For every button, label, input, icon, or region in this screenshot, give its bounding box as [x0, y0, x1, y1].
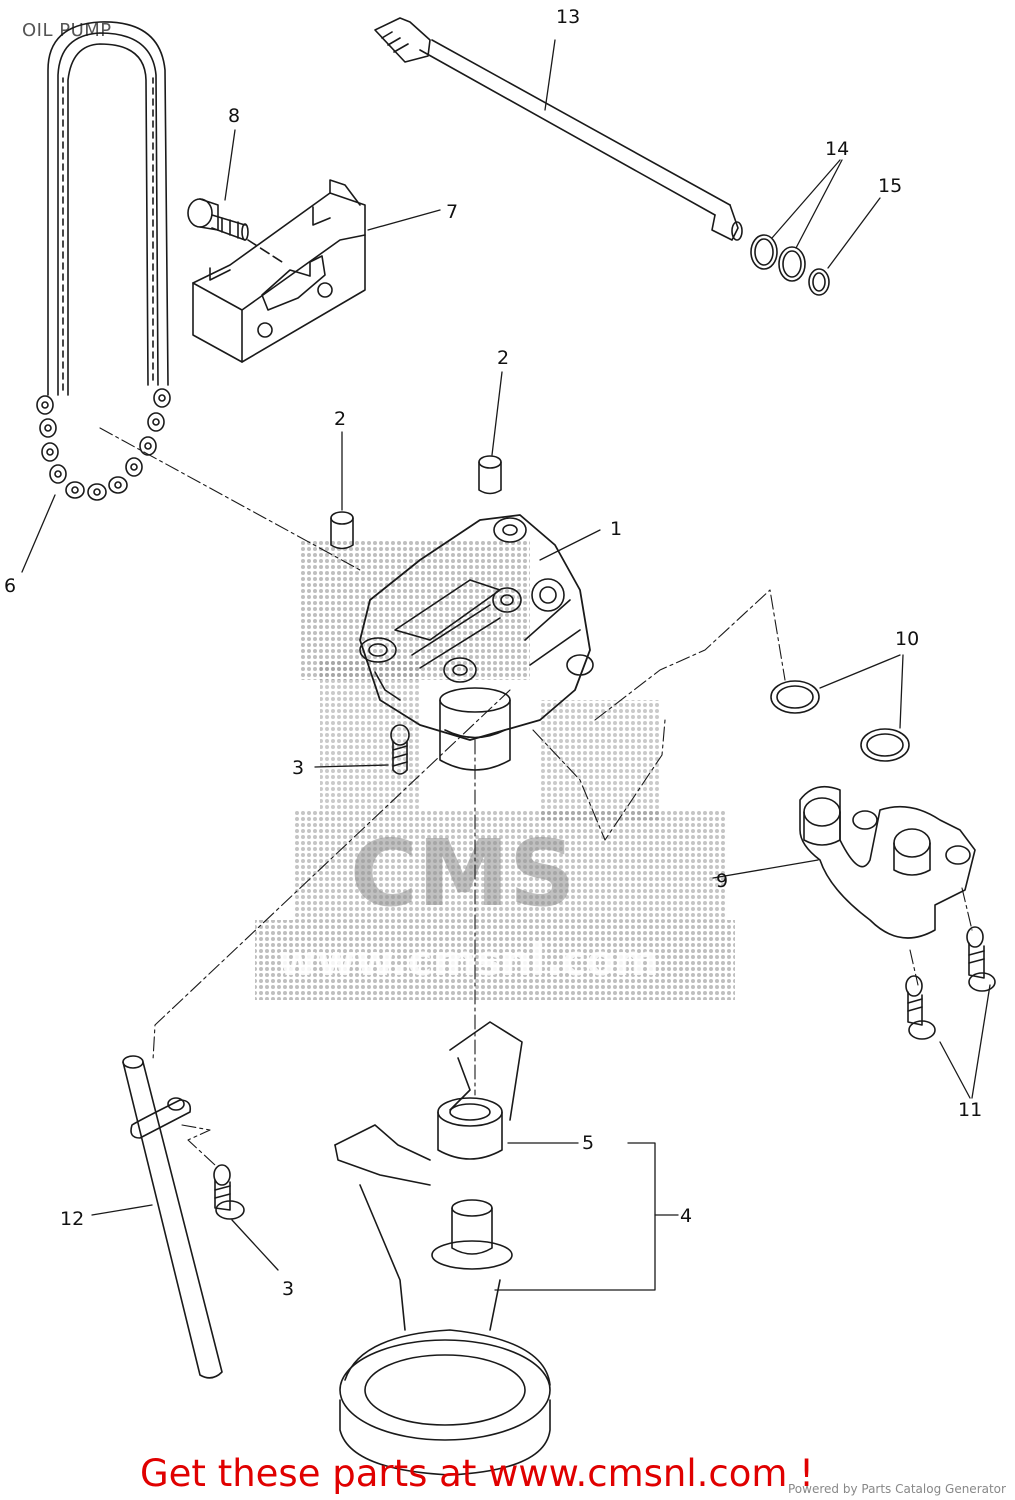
callout-12: 12 — [60, 1208, 84, 1230]
callout-leaders — [21, 39, 991, 1291]
callout-13: 13 — [556, 6, 580, 28]
pump-shaft — [374, 17, 743, 241]
powered-by-credit: Powered by Parts Catalog Generator — [788, 1482, 1006, 1496]
callout-2-right: 2 — [497, 347, 509, 369]
callout-8: 8 — [228, 105, 240, 127]
oil-tube — [122, 1055, 223, 1379]
o-rings — [750, 234, 830, 296]
callout-10: 10 — [895, 628, 919, 650]
oil-pump-body — [359, 514, 594, 771]
callout-15: 15 — [878, 175, 902, 197]
callout-14: 14 — [825, 138, 849, 160]
get-parts-link[interactable]: Get these parts at www.cmsnl.com ! — [140, 1452, 815, 1495]
pipe-bolts — [905, 926, 996, 1040]
callout-2-left: 2 — [334, 408, 346, 430]
watermark-brand: CMS — [350, 820, 575, 927]
pipe-gaskets — [770, 680, 910, 762]
watermark-logo: CMS www.cmsnl.com — [255, 540, 735, 1000]
callout-7: 7 — [446, 201, 458, 223]
callout-9: 9 — [716, 870, 728, 892]
pump-bolt-upper — [390, 724, 410, 775]
tube-bolt-lower — [213, 1164, 245, 1220]
oil-strainer — [334, 1021, 551, 1476]
drive-chain — [36, 21, 171, 501]
callout-3-lower: 3 — [282, 1278, 294, 1300]
alignment-lines — [99, 427, 973, 1166]
callout-3-upper: 3 — [292, 757, 304, 779]
guide-bolt — [187, 198, 283, 263]
chain-guide — [192, 179, 366, 363]
callout-1: 1 — [610, 518, 622, 540]
callout-11: 11 — [958, 1099, 982, 1121]
oil-pipe — [799, 785, 976, 939]
watermark-url: www.cmsnl.com — [278, 936, 659, 985]
callout-numbers: 13 14 15 8 7 2 2 1 6 10 3 9 11 5 4 12 3 — [4, 6, 982, 1300]
dowel-pins — [330, 455, 502, 550]
callout-4: 4 — [680, 1205, 692, 1227]
callout-5: 5 — [582, 1132, 594, 1154]
callout-6: 6 — [4, 575, 16, 597]
